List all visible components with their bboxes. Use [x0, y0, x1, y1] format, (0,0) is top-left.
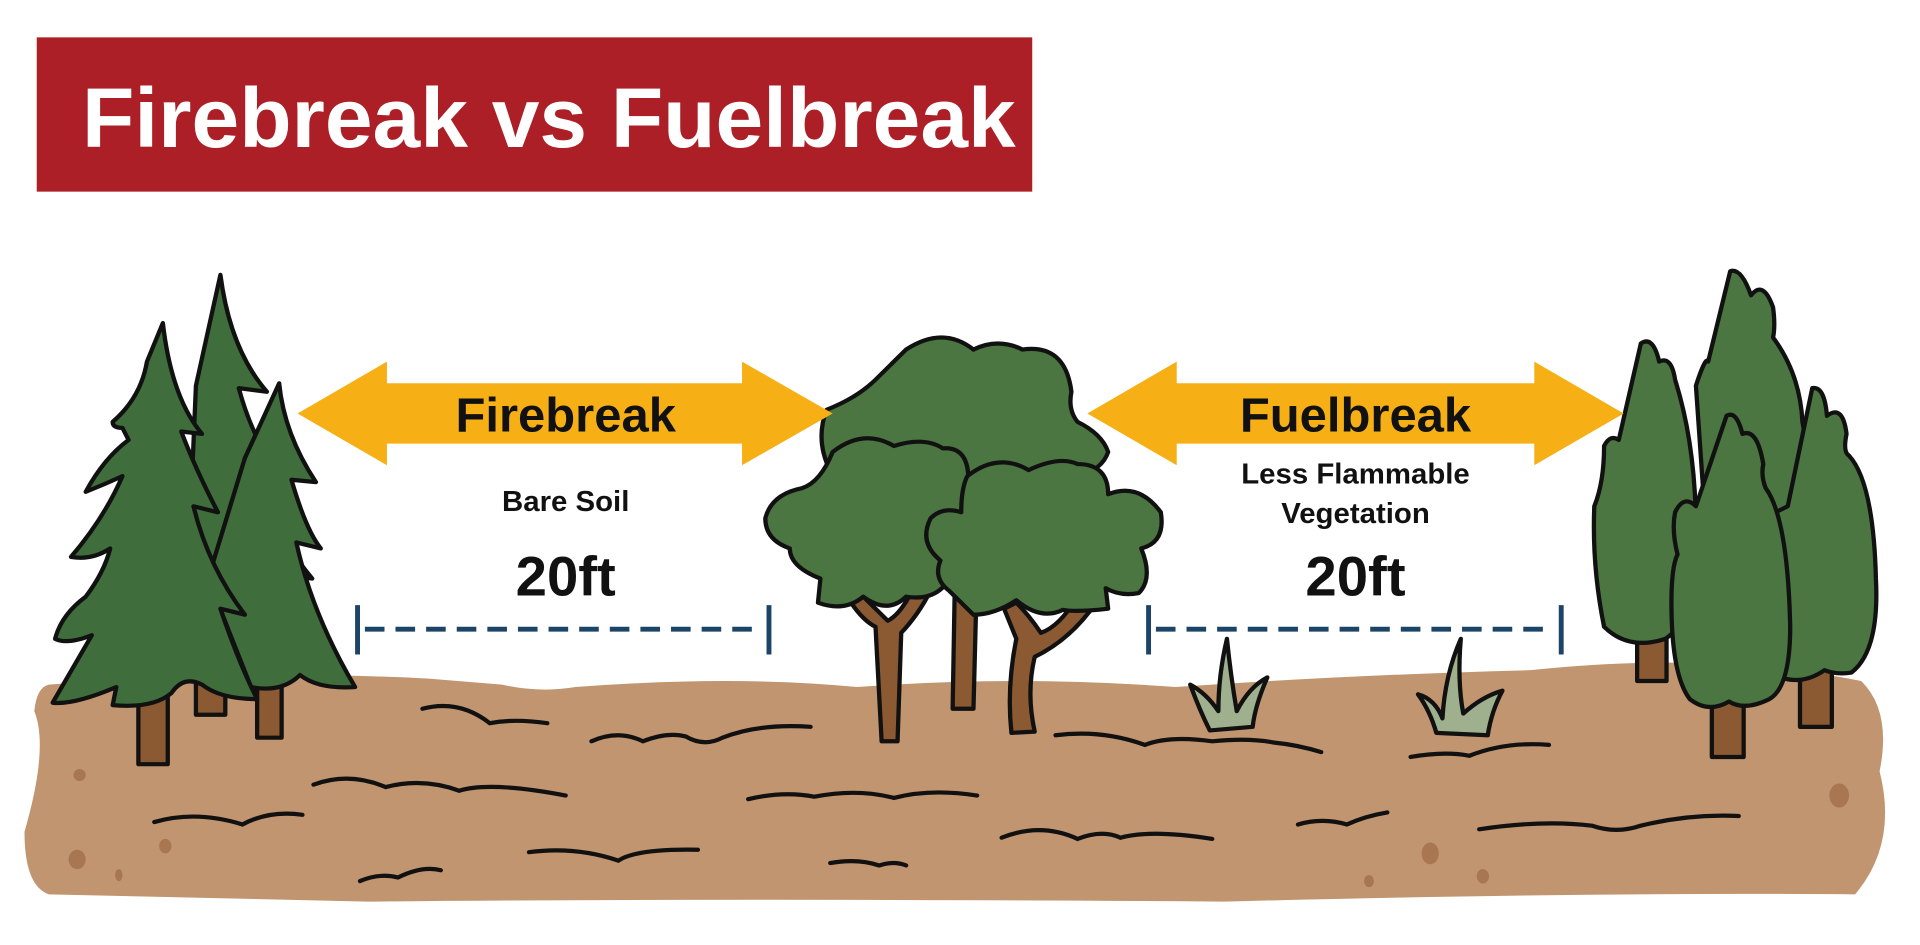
- soil-texture: [68, 703, 1849, 888]
- firebreak-dimension-line: [355, 605, 772, 655]
- fuelbreak-dimension-line: [1146, 605, 1564, 655]
- cypress-trees: [1591, 268, 1879, 760]
- firebreak-arrow: Firebreak: [297, 361, 833, 466]
- fuelbreak-width: 20ft: [1305, 545, 1405, 608]
- firebreak-description: Bare Soil: [502, 486, 629, 518]
- title-banner: Firebreak vs Fuelbreak: [36, 37, 1033, 192]
- firebreak-width: 20ft: [516, 545, 616, 608]
- round-trees: [763, 335, 1164, 744]
- title-text: Firebreak vs Fuelbreak: [82, 72, 1016, 166]
- fuelbreak-description-line2: Vegetation: [1281, 498, 1430, 530]
- grass-tufts: [1188, 636, 1505, 738]
- fuelbreak-description-line1: Less Flammable: [1241, 459, 1470, 491]
- fuelbreak-arrow: Fuelbreak: [1087, 361, 1624, 466]
- fuelbreak-label: Fuelbreak: [1240, 389, 1472, 443]
- firebreak-label: Firebreak: [455, 389, 676, 443]
- pine-trees: [50, 272, 358, 767]
